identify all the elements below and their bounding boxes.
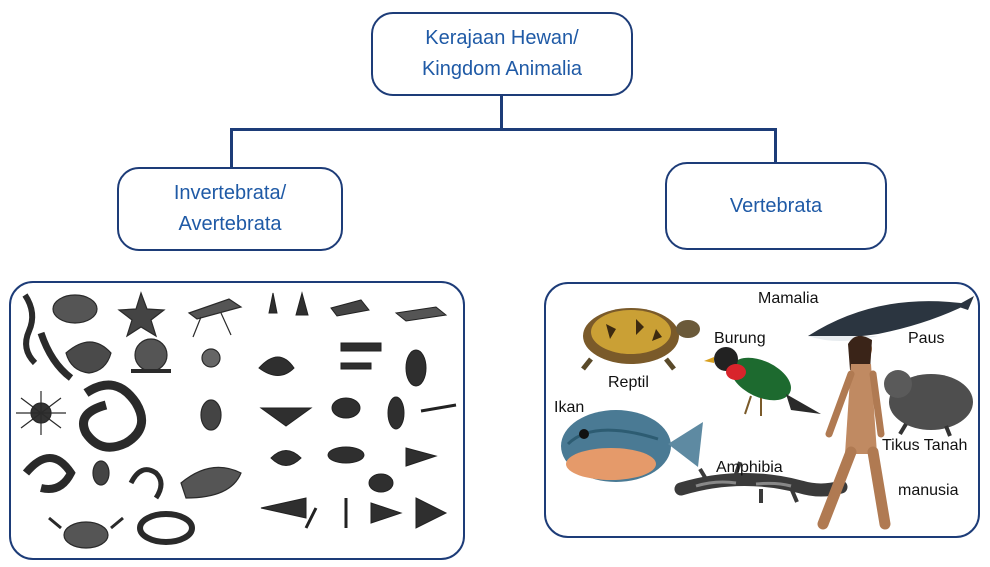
connector-left-down xyxy=(230,128,233,168)
salamander-illustration xyxy=(674,461,848,503)
invertebrata-line1: Invertebrata/ xyxy=(173,182,287,204)
bird-illustration xyxy=(704,347,821,416)
root-line1: Kerajaan Hewan/ xyxy=(425,27,579,49)
fish-illustration xyxy=(561,410,703,482)
root-line2: Kingdom Animalia xyxy=(421,58,583,80)
invertebrata-line2: Avertebrata xyxy=(178,213,282,235)
label-reptil: Reptil xyxy=(608,374,649,391)
vertebrata-label: Vertebrata xyxy=(729,194,823,217)
vertebrate-animals-image xyxy=(561,296,974,530)
kingdom-animalia-box: Kerajaan Hewan/ Kingdom Animalia xyxy=(371,12,633,96)
rodent-illustration xyxy=(884,370,973,437)
label-mamalia: Mamalia xyxy=(758,290,819,307)
invertebrata-box: Invertebrata/ Avertebrata xyxy=(117,167,343,251)
turtle-illustration xyxy=(581,308,700,371)
connector-root-down xyxy=(500,96,503,130)
invertebrate-illustrations-panel xyxy=(9,281,465,560)
label-amphibia: Amphibia xyxy=(716,459,783,476)
label-ikan: Ikan xyxy=(554,399,585,416)
vertebrata-box: Vertebrata xyxy=(665,162,887,250)
connector-horizontal xyxy=(230,128,776,131)
whale-illustration xyxy=(808,296,974,341)
label-burung: Burung xyxy=(714,330,766,347)
vertebrate-illustrations-panel: Mamalia Burung Paus Reptil Ikan Tikus Ta… xyxy=(544,282,980,538)
label-tikus-tanah: Tikus Tanah xyxy=(882,437,968,454)
connector-right-down xyxy=(774,128,777,163)
human-illustration xyxy=(817,335,891,530)
invertebrate-silhouettes-image xyxy=(16,291,457,549)
label-manusia: manusia xyxy=(898,482,959,499)
label-paus: Paus xyxy=(908,330,945,347)
